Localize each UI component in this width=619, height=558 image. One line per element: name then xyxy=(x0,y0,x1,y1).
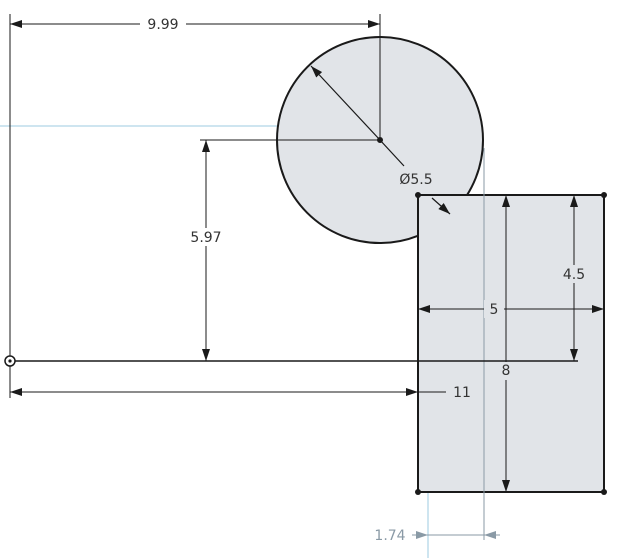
rectangle-shape[interactable] xyxy=(417,194,605,493)
dimension-label: 5 xyxy=(490,302,499,318)
dimension-label: 8 xyxy=(502,363,511,379)
dimension-vertical-offset[interactable]: 5.97 xyxy=(184,140,228,361)
dimension-label: 11 xyxy=(453,385,471,401)
dimension-diameter[interactable]: Ø5.5 xyxy=(310,65,451,215)
rectangle-corner-point[interactable] xyxy=(601,192,607,198)
dimension-label: 9.99 xyxy=(147,17,178,33)
dimension-rect-height[interactable]: 8 xyxy=(496,195,516,492)
dimension-label: 1.74 xyxy=(374,528,405,544)
dimension-label: Ø5.5 xyxy=(399,172,432,188)
rectangle-corner-point[interactable] xyxy=(415,489,421,495)
dimension-label: 4.5 xyxy=(563,267,585,283)
dimension-rect-width[interactable]: 5 xyxy=(418,300,604,318)
rectangle-corner-point[interactable] xyxy=(415,192,421,198)
rectangle-corner-point[interactable] xyxy=(601,489,607,495)
origin-point-icon[interactable] xyxy=(4,355,16,367)
dimension-total-width[interactable]: 11 xyxy=(10,383,476,401)
dimension-label: 5.97 xyxy=(190,230,221,246)
dimension-horizontal-offset[interactable]: 9.99 xyxy=(10,15,380,33)
dimension-rect-height-partial[interactable]: 4.5 xyxy=(558,195,590,361)
extension-lines xyxy=(9,14,381,398)
dimension-reference-offset[interactable]: 1.74 xyxy=(374,528,500,544)
